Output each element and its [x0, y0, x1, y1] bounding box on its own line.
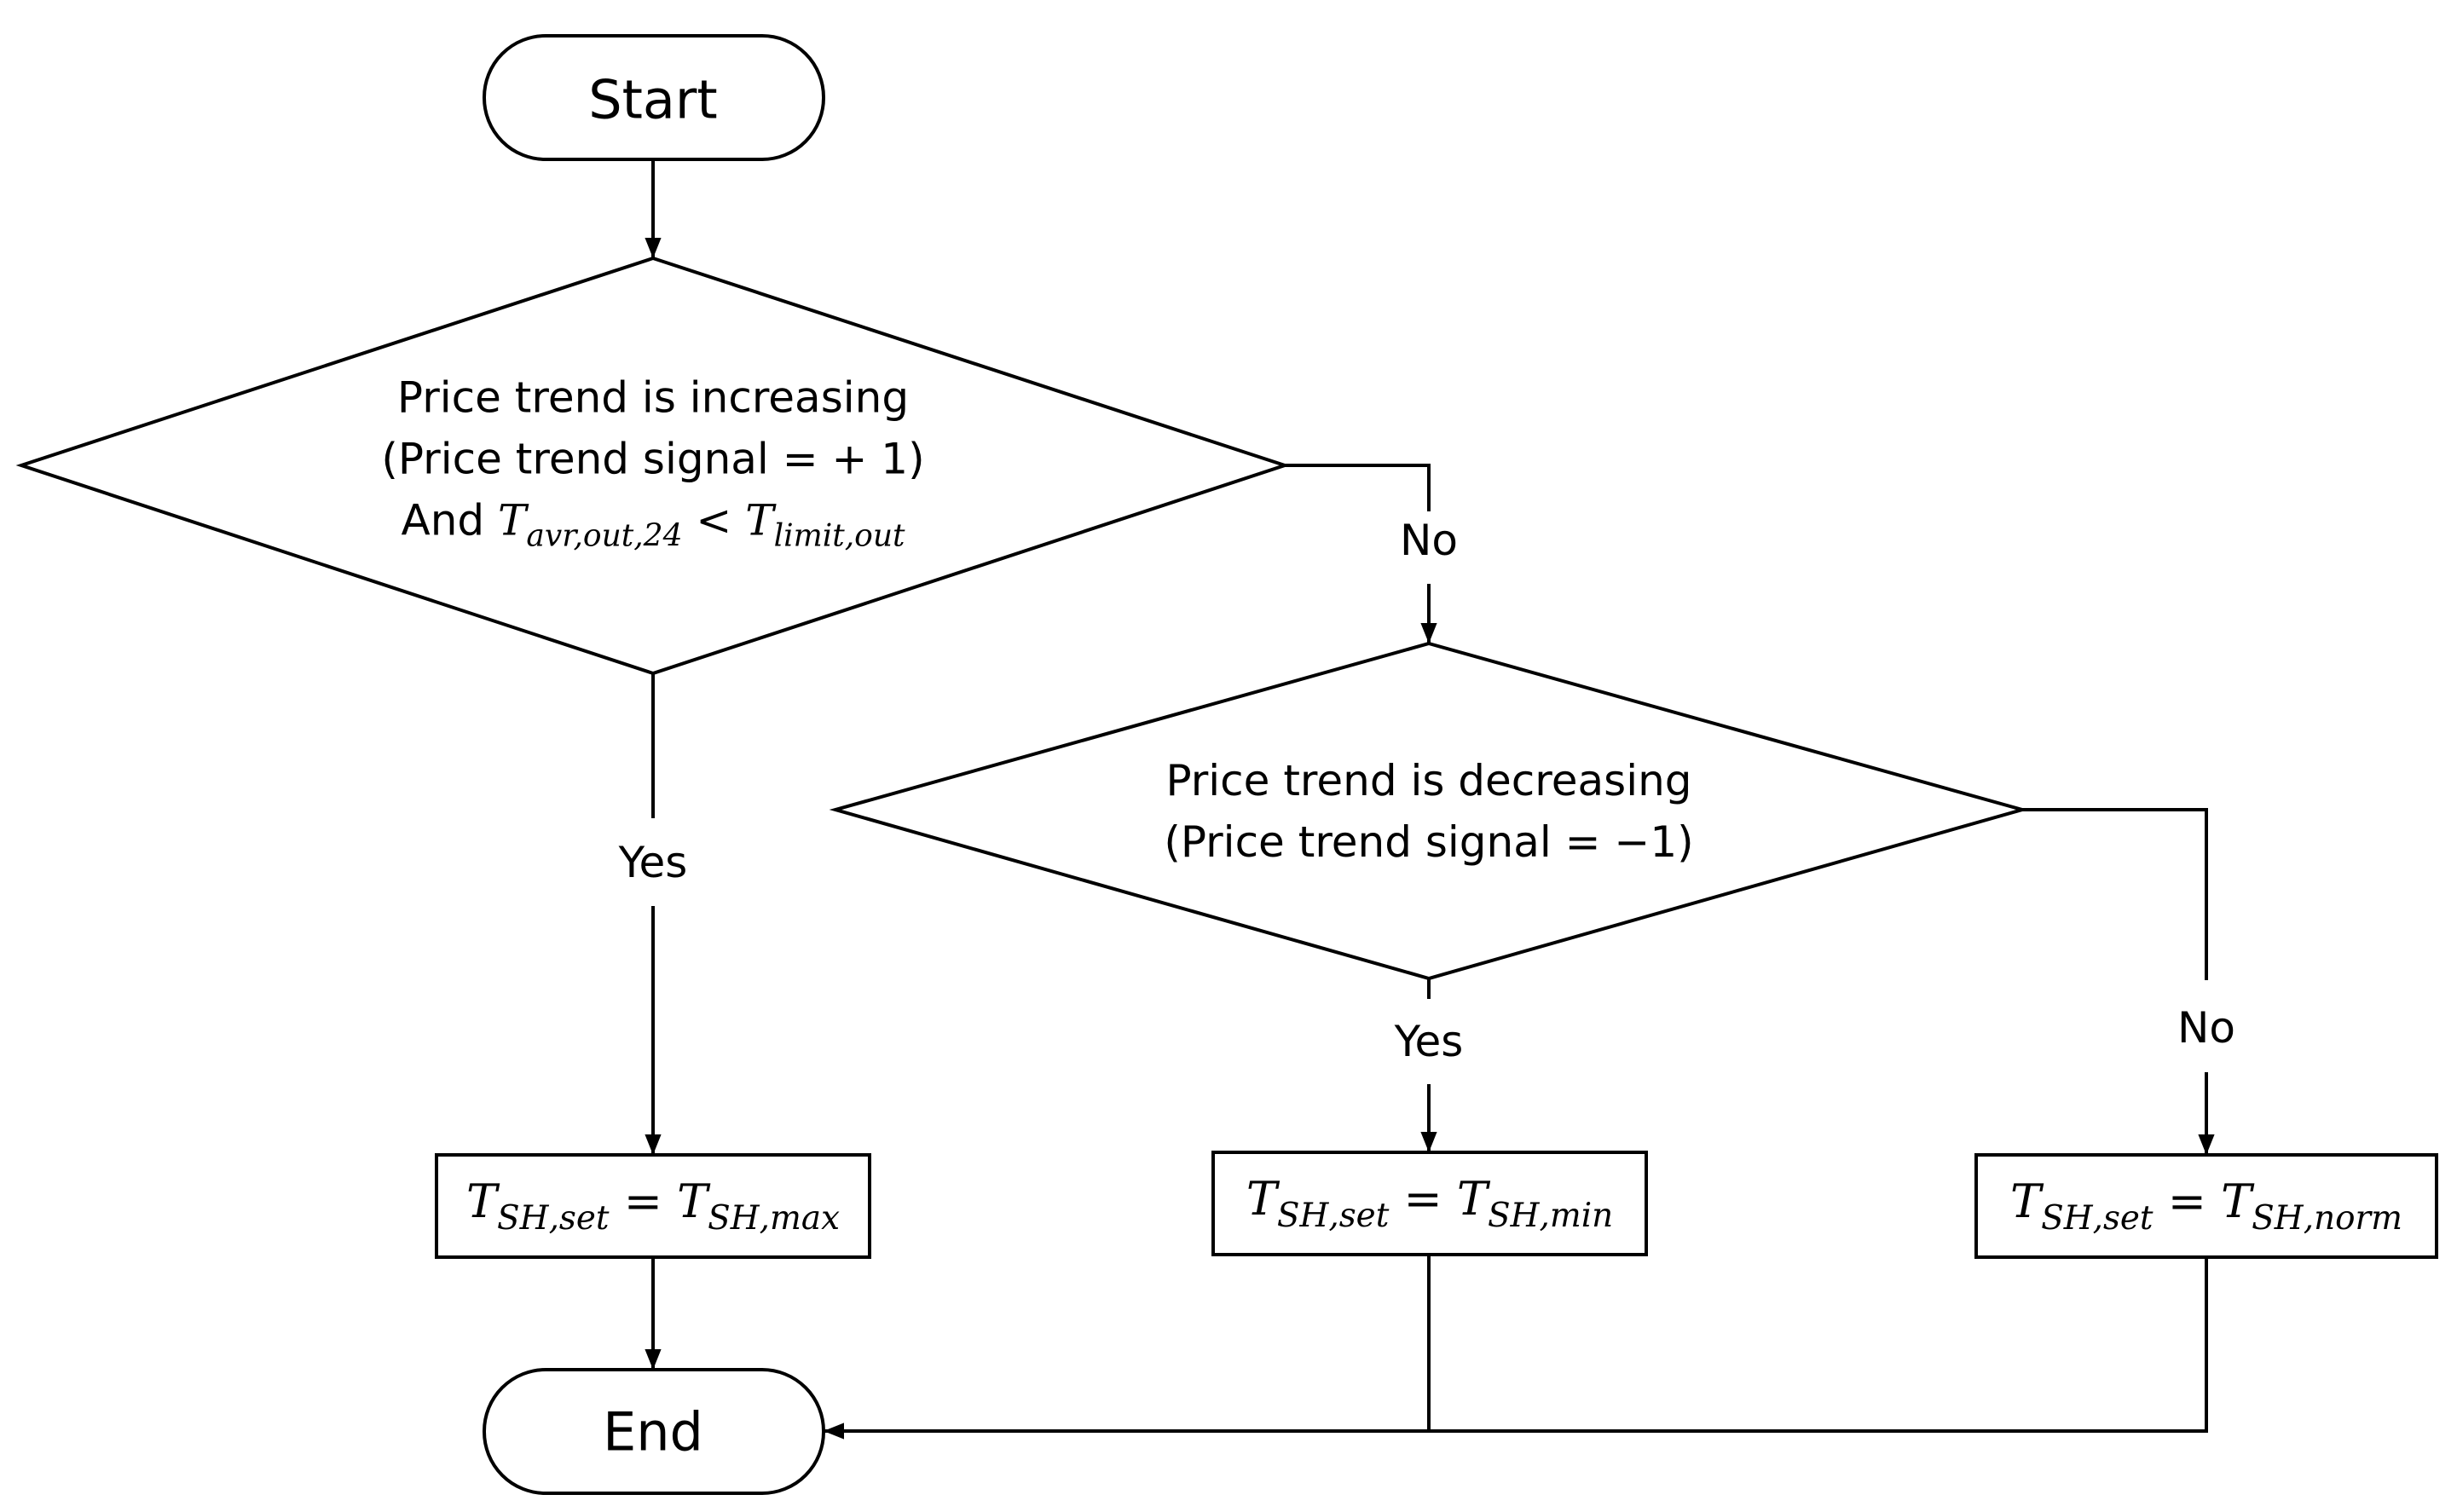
decision1-and: And [401, 495, 485, 545]
decision2-text: Price trend is decreasing (Price trend s… [1164, 750, 1693, 873]
var-t-avr: Tavr,out,24 [498, 495, 683, 554]
decision1-line3: And Tavr,out,24 < Tlimit,out [381, 490, 924, 568]
less-than-operator: < [696, 495, 732, 545]
box-min-formula: TSH,set = TSH,min [1246, 1172, 1614, 1235]
decision1-line1: Price trend is increasing [396, 372, 910, 423]
edge-label-d2-no: No [2177, 1003, 2235, 1053]
connector-merge-to-end [824, 1257, 2208, 1440]
edge-label-d2-yes: Yes [1394, 1017, 1464, 1066]
connector-decision1-no [1285, 464, 1431, 511]
decision2-line2: (Price trend signal = −1) [1164, 817, 1694, 867]
box-norm-formula: TSH,set = TSH,norm [2010, 1174, 2402, 1238]
decision1-line2: (Price trend signal = + 1) [381, 434, 925, 484]
process-box-min [1211, 1151, 1648, 1256]
start-label: Start [588, 68, 718, 131]
decision2-line1: Price trend is decreasing [1165, 756, 1692, 805]
edge-label-d1-yes: Yes [618, 838, 688, 887]
end-label: End [603, 1400, 703, 1463]
connector-decision2-no-top [2022, 808, 2208, 980]
edge-label-d1-no: No [1400, 516, 1458, 565]
box-max-formula: TSH,set = TSH,max [466, 1174, 840, 1238]
decision1-text: Price trend is increasing (Price trend s… [381, 367, 924, 568]
var-t-limit: Tlimit,out [745, 495, 905, 554]
